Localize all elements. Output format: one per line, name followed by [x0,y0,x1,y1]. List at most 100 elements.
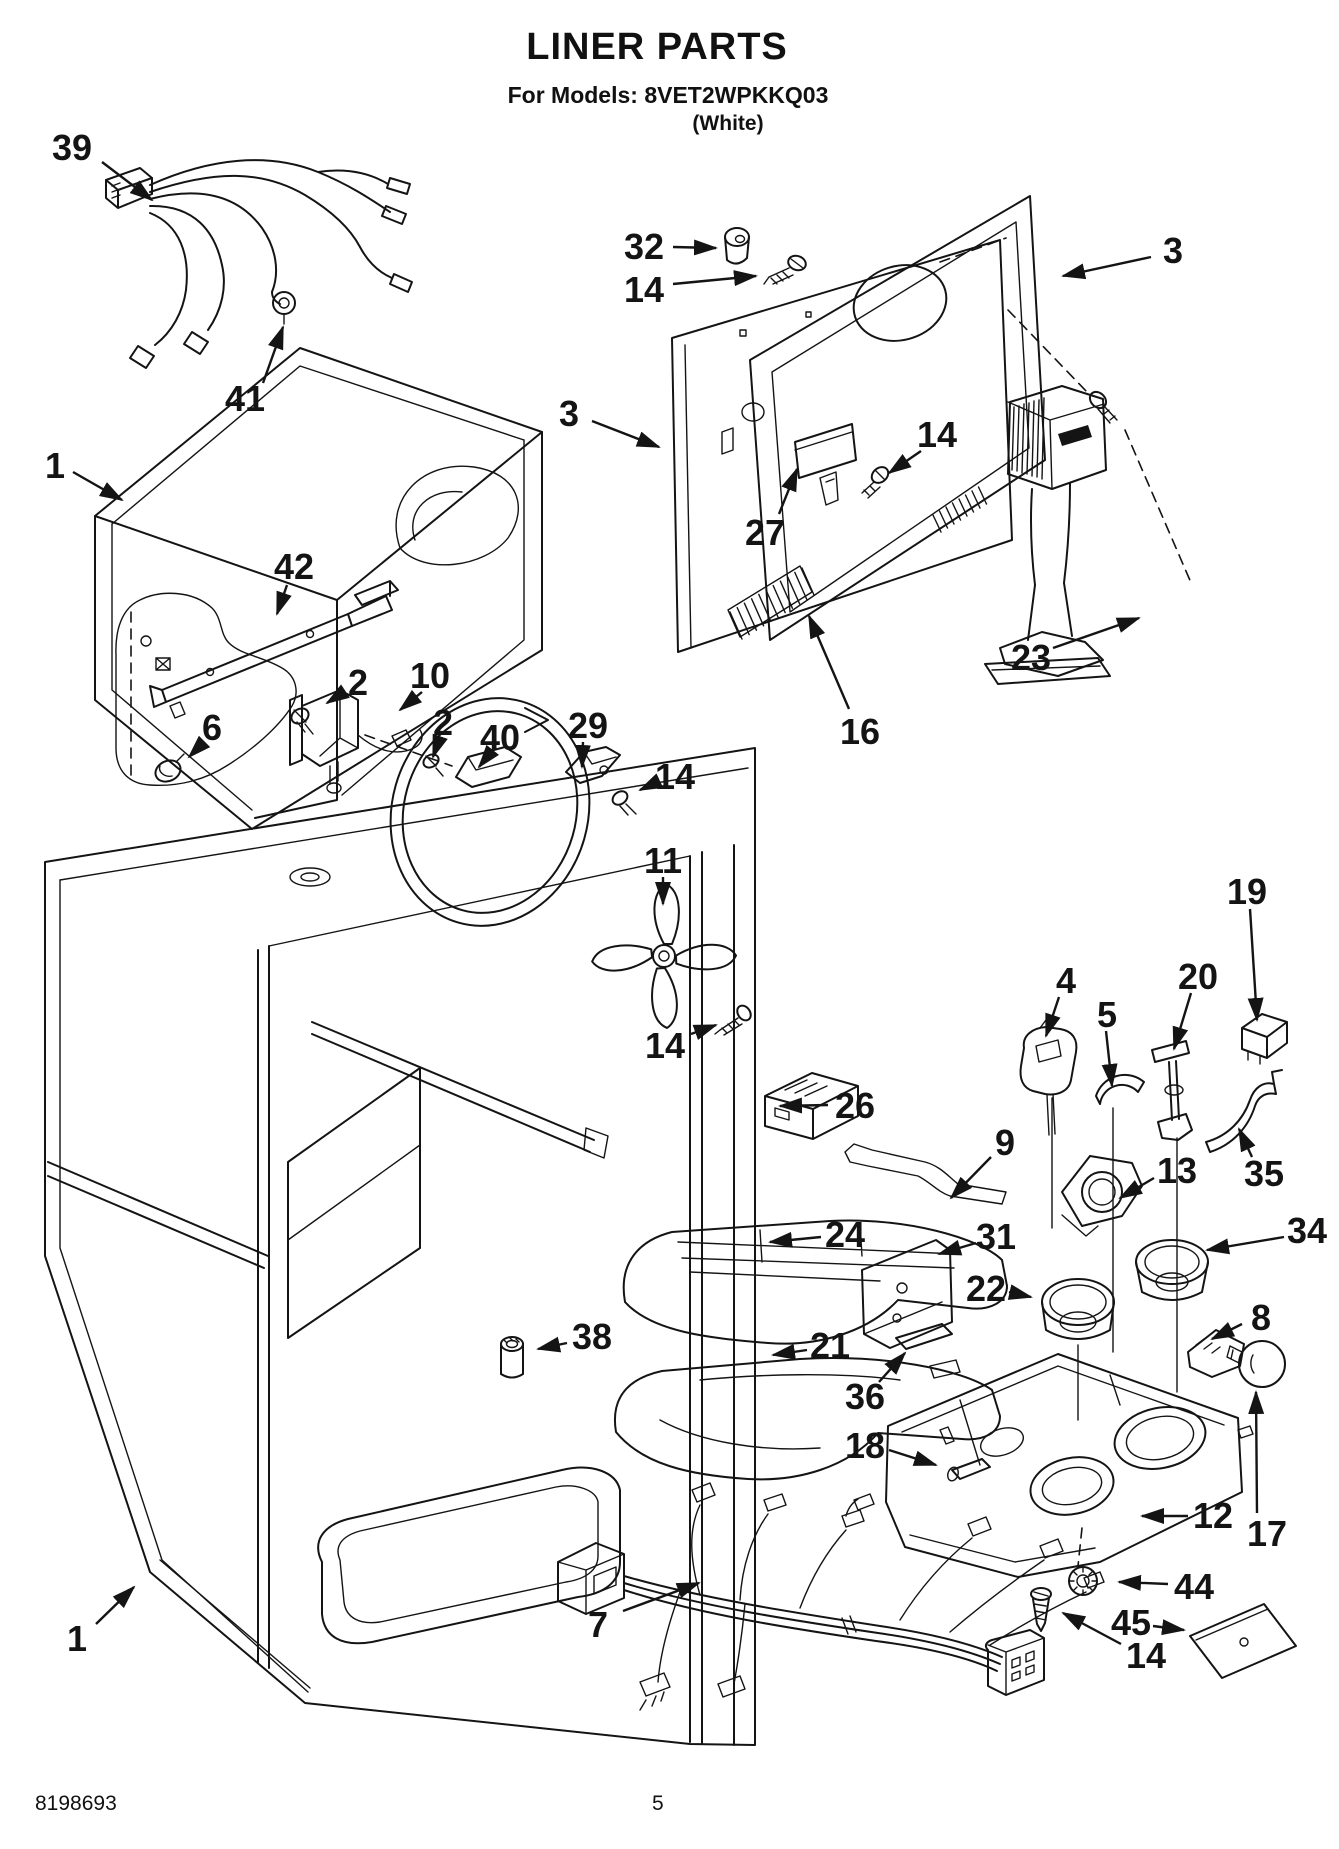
callout-arrow-17 [1248,1390,1265,1514]
callout-arrow-29 [574,741,591,769]
finish-line: (White) [692,112,764,135]
callout-label-8: 8 [1251,1297,1271,1338]
callout-arrow-10 [398,689,423,712]
callout-arrow-31 [937,1240,977,1256]
callout-label-20: 20 [1178,956,1218,997]
page-title: LINER PARTS [526,26,788,68]
callout-label-36: 36 [845,1376,885,1417]
callout-label-41: 41 [225,378,265,419]
callout-arrow-45 [1152,1619,1186,1636]
callout-arrow-3 [1061,255,1152,280]
air-tower-art [984,385,1111,685]
callout-label-14: 14 [1126,1635,1166,1676]
callout-label-27: 27 [745,512,785,553]
callout-arrow-24 [768,1231,822,1248]
callout-arrow-32 [672,239,718,256]
components-art [613,1013,1297,1679]
callout-label-1: 1 [45,445,65,486]
callout-arrow-1 [95,1585,136,1625]
callout-label-44: 44 [1174,1566,1214,1607]
callout-arrow-41 [261,325,285,384]
callout-label-35: 35 [1244,1153,1284,1194]
callout-label-23: 23 [1011,637,1051,678]
callout-arrow-23 [1052,616,1141,650]
callout-label-10: 10 [410,655,450,696]
callout-label-19: 19 [1227,871,1267,912]
callout-arrow-6 [187,735,211,759]
callout-label-31: 31 [976,1216,1016,1257]
callout-arrow-38 [536,1336,568,1353]
models-line: For Models: 8VET2WPKKQ03 [507,82,829,108]
callout-label-32: 32 [624,226,664,267]
callout-arrow-44 [1117,1574,1169,1591]
callout-label-2: 2 [348,662,368,703]
callout-arrow-3 [591,419,661,449]
callout-arrow-18 [888,1448,938,1467]
callout-label-17: 17 [1247,1513,1287,1554]
callout-arrow-26 [778,1097,829,1114]
callout-arrow-40 [477,744,499,769]
page-number: 5 [652,1792,664,1815]
callout-label-38: 38 [572,1316,612,1357]
callout-arrow-35 [1237,1127,1256,1158]
callout-arrow-22 [1007,1284,1033,1300]
callout-arrow-34 [1205,1235,1285,1255]
evaporator-cover-art [671,195,1193,653]
callout-label-4: 4 [1056,960,1076,1001]
callout-arrow-14 [690,1023,718,1040]
callout-arrow-19 [1247,908,1264,1022]
freezer-liner-art [94,347,752,1036]
callout-label-12: 12 [1193,1495,1233,1536]
callout-label-45: 45 [1111,1602,1151,1643]
callout-arrow-14 [672,270,758,287]
callout-arrow-5 [1101,1030,1118,1088]
callout-label-26: 26 [835,1085,875,1126]
callout-label-14: 14 [917,414,957,455]
callout-label-21: 21 [810,1325,850,1366]
callout-label-34: 34 [1287,1210,1327,1251]
callout-arrow-2 [431,733,448,759]
wire-harness-upper-art [105,159,413,369]
callout-label-14: 14 [655,756,695,797]
callout-label-18: 18 [845,1425,885,1466]
callout-label-3: 3 [1163,230,1183,271]
callout-label-1: 1 [67,1618,87,1659]
callout-arrow-4 [1044,996,1061,1038]
callout-label-9: 9 [995,1122,1015,1163]
callout-arrow-9 [949,1156,992,1200]
callout-label-14: 14 [645,1025,685,1066]
callout-label-2: 2 [433,702,453,743]
callout-label-14: 14 [624,269,664,310]
callout-arrow-42 [275,584,292,616]
callout-arrow-1 [72,470,124,502]
document-number: 8198693 [35,1792,117,1815]
callout-arrow-2 [325,684,350,705]
callout-arrow-13 [1118,1176,1155,1200]
fresh-food-liner-art [44,747,756,1746]
callout-label-16: 16 [840,711,880,752]
callout-label-13: 13 [1157,1150,1197,1191]
callout-label-24: 24 [825,1214,865,1255]
callout-arrow-14 [638,773,664,792]
callout-arrow-39 [101,161,154,202]
callout-arrow-16 [807,614,851,710]
callout-arrow-14 [887,450,922,475]
callout-label-7: 7 [588,1604,608,1645]
callout-label-3: 3 [559,393,579,434]
callout-label-40: 40 [480,717,520,758]
wire-harness-lower-art [557,1482,1105,1711]
callout-arrow-7 [622,1581,701,1613]
callout-arrow-20 [1172,992,1193,1051]
callout-arrow-21 [771,1343,808,1360]
callout-arrow-36 [878,1351,907,1383]
callout-arrow-14 [1061,1611,1122,1646]
callout-arrow-27 [777,467,799,515]
callout-label-39: 39 [52,127,92,168]
callout-label-11: 11 [644,840,682,881]
callout-label-5: 5 [1097,994,1117,1035]
callout-label-29: 29 [568,705,608,746]
callout-label-6: 6 [202,707,222,748]
